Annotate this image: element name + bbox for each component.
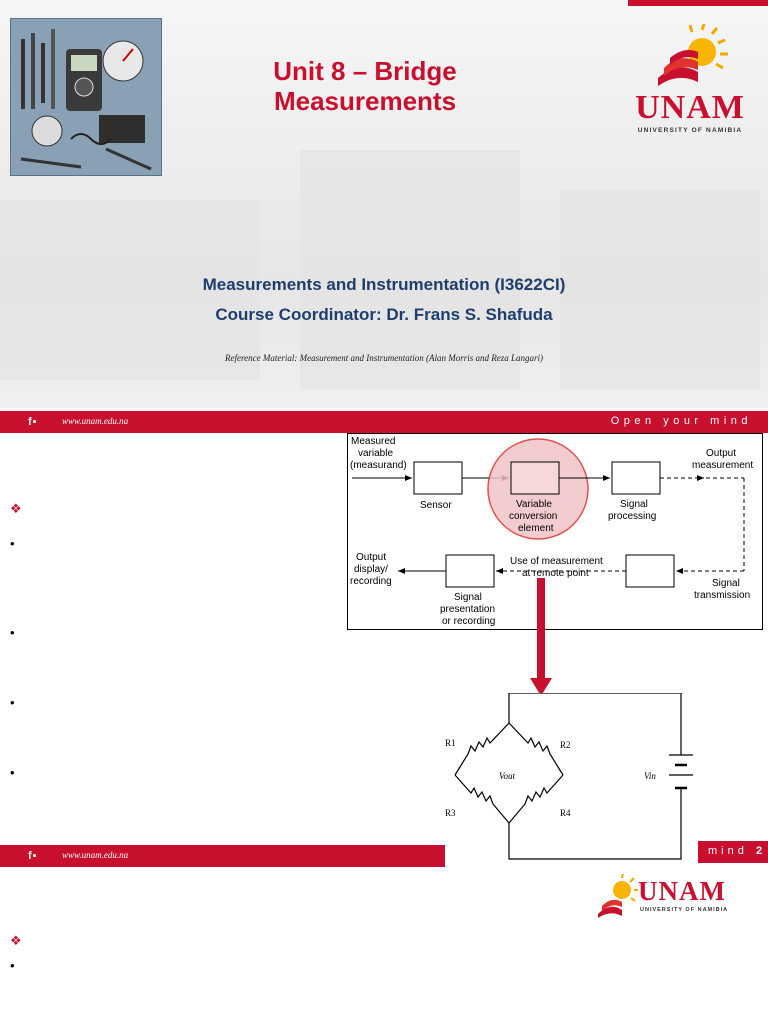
label-sig1: Signal <box>620 499 648 510</box>
unam-logo-2: UNAM UNIVERSITY OF NAMIBIA <box>594 874 754 922</box>
label-r1: R1 <box>445 738 456 748</box>
resistor-r4 <box>509 775 563 823</box>
label-r3: R3 <box>445 808 456 818</box>
slide-title: Unit 8 – Bridge Measurements UNAM UNIVER… <box>0 0 768 408</box>
label-disp2: display/ <box>354 564 388 575</box>
label-sensor: Sensor <box>420 500 452 511</box>
footer-bar-2: f▪ www.unam.edu.na <box>0 845 445 867</box>
sensor-box <box>414 462 462 494</box>
label-vout: Vout <box>499 771 516 781</box>
bullet-3-1: • <box>10 958 15 973</box>
logo-word-2: UNAM <box>638 876 726 907</box>
social-icons[interactable]: f▪ <box>28 416 38 428</box>
signal-presentation-box <box>446 555 494 587</box>
label-var1: Variable <box>516 499 552 510</box>
footer-url[interactable]: www.unam.edu.na <box>62 416 128 426</box>
bullet-2: • <box>10 625 15 640</box>
title-line-1: Unit 8 – Bridge <box>220 56 510 86</box>
bullet-3: • <box>10 695 15 710</box>
label-measurand: (measurand) <box>350 460 407 471</box>
footer-tagline-2: mind <box>708 845 748 857</box>
star-bullet: ❖ <box>10 501 22 517</box>
footer-tagline: Open your mind <box>611 415 752 427</box>
page-number: 2 <box>756 845 762 857</box>
unam-sun-book-icon-2 <box>594 874 638 918</box>
logo-subtitle-2: UNIVERSITY OF NAMIBIA <box>640 907 728 913</box>
slide-title-text: Unit 8 – Bridge Measurements <box>220 56 510 116</box>
label-trans1: Signal <box>712 578 740 589</box>
resistor-r2 <box>509 723 563 775</box>
label-out2: measurement <box>692 460 753 471</box>
course-title: Measurements and Instrumentation (I3622C… <box>0 275 768 295</box>
label-out1: Output <box>706 448 736 459</box>
instruments-image <box>10 18 162 176</box>
variable-conversion-box <box>511 462 559 494</box>
star-bullet-3: ❖ <box>10 933 22 949</box>
logo-subtitle: UNIVERSITY OF NAMIBIA <box>634 127 746 134</box>
signal-processing-box <box>612 462 660 494</box>
footer-bar: f▪ www.unam.edu.na Open your mind <box>0 411 768 433</box>
footer-tag-segment: mind 2 <box>698 841 768 863</box>
label-measured: Measured <box>351 436 395 447</box>
red-down-arrow <box>530 578 552 696</box>
label-pres1: Signal <box>454 592 482 603</box>
resistor-r3 <box>455 775 509 823</box>
logo-word: UNAM <box>634 91 746 125</box>
label-var3: element <box>518 523 554 534</box>
label-pres3: or recording <box>442 616 495 627</box>
label-disp3: recording <box>350 576 392 587</box>
label-vin: Vin <box>644 771 656 781</box>
unam-logo: UNAM UNIVERSITY OF NAMIBIA <box>634 24 746 134</box>
footer-url-2[interactable]: www.unam.edu.na <box>62 850 128 860</box>
social-icons-2[interactable]: f▪ <box>28 850 38 862</box>
bullet-4: • <box>10 765 15 780</box>
label-var2: conversion <box>509 511 557 522</box>
title-line-2: Measurements <box>220 86 510 116</box>
label-variable: variable <box>358 448 393 459</box>
measurement-system-diagram: Measured variable (measurand) Sensor Var… <box>347 433 763 630</box>
label-sig2: processing <box>608 511 656 522</box>
wheatstone-bridge-diagram: R1 R2 R3 R4 Vout Vin <box>445 693 761 863</box>
resistor-r1 <box>455 723 509 775</box>
course-coordinator: Course Coordinator: Dr. Frans S. Shafuda <box>0 305 768 325</box>
label-pres2: presentation <box>440 604 495 615</box>
label-r4: R4 <box>560 808 571 818</box>
signal-transmission-box <box>626 555 674 587</box>
unam-sun-book-icon <box>650 24 730 86</box>
label-use1: Use of measurement <box>510 556 603 567</box>
label-disp1: Output <box>356 552 386 563</box>
bullet-1: • <box>10 536 15 551</box>
label-r2: R2 <box>560 740 571 750</box>
top-accent-bar <box>628 0 768 6</box>
label-trans2: transmission <box>694 590 750 601</box>
reference-material: Reference Material: Measurement and Inst… <box>0 353 768 363</box>
